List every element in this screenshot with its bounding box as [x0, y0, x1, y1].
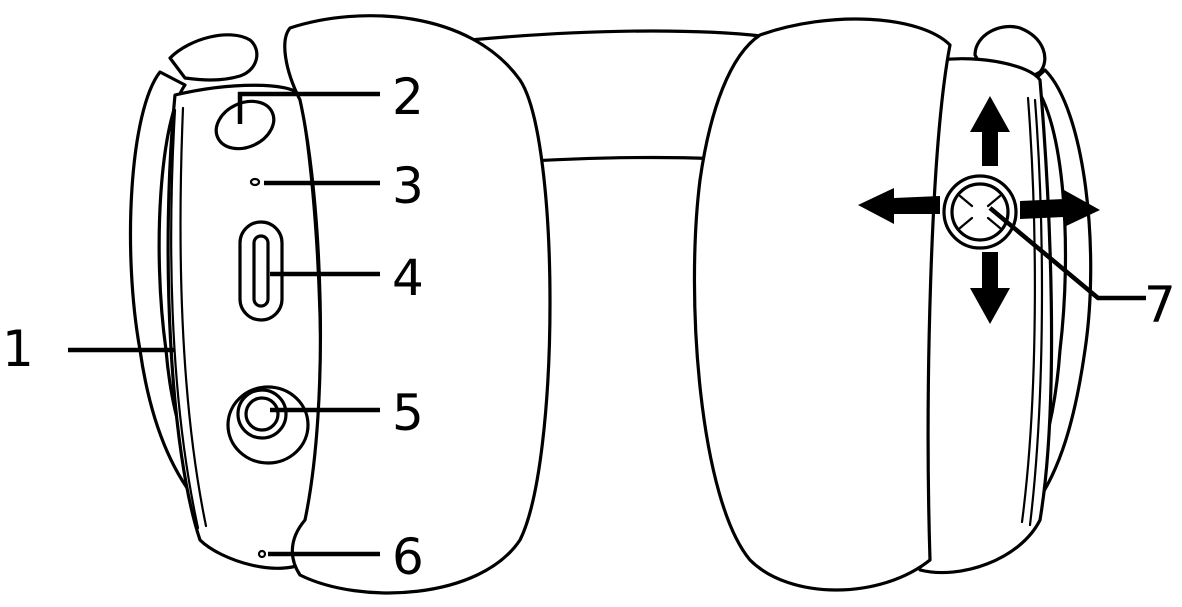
arrow-up-icon	[970, 96, 1010, 166]
callout-2: 2	[392, 68, 424, 126]
indicator-light-icon	[249, 177, 261, 187]
usb-c-port	[238, 220, 284, 322]
left-earcup	[128, 14, 552, 595]
power-button	[214, 99, 276, 151]
callout-1: 1	[2, 320, 34, 378]
right-earcup	[692, 17, 1093, 592]
arrow-right-icon	[1020, 190, 1100, 227]
arrow-left-icon	[858, 188, 940, 224]
control-stick	[942, 174, 1018, 250]
callout-labels: 1 2 3 4 5 6 7	[2, 68, 1176, 586]
callout-4: 4	[392, 249, 424, 307]
microphone-hole-icon	[257, 549, 267, 559]
leader-lines	[68, 91, 1146, 557]
callout-3: 3	[392, 157, 424, 215]
arrow-down-icon	[970, 252, 1010, 324]
callout-6: 6	[392, 528, 424, 586]
callout-7: 7	[1144, 276, 1176, 334]
callout-5: 5	[392, 384, 424, 442]
headphone-jack	[226, 385, 310, 465]
